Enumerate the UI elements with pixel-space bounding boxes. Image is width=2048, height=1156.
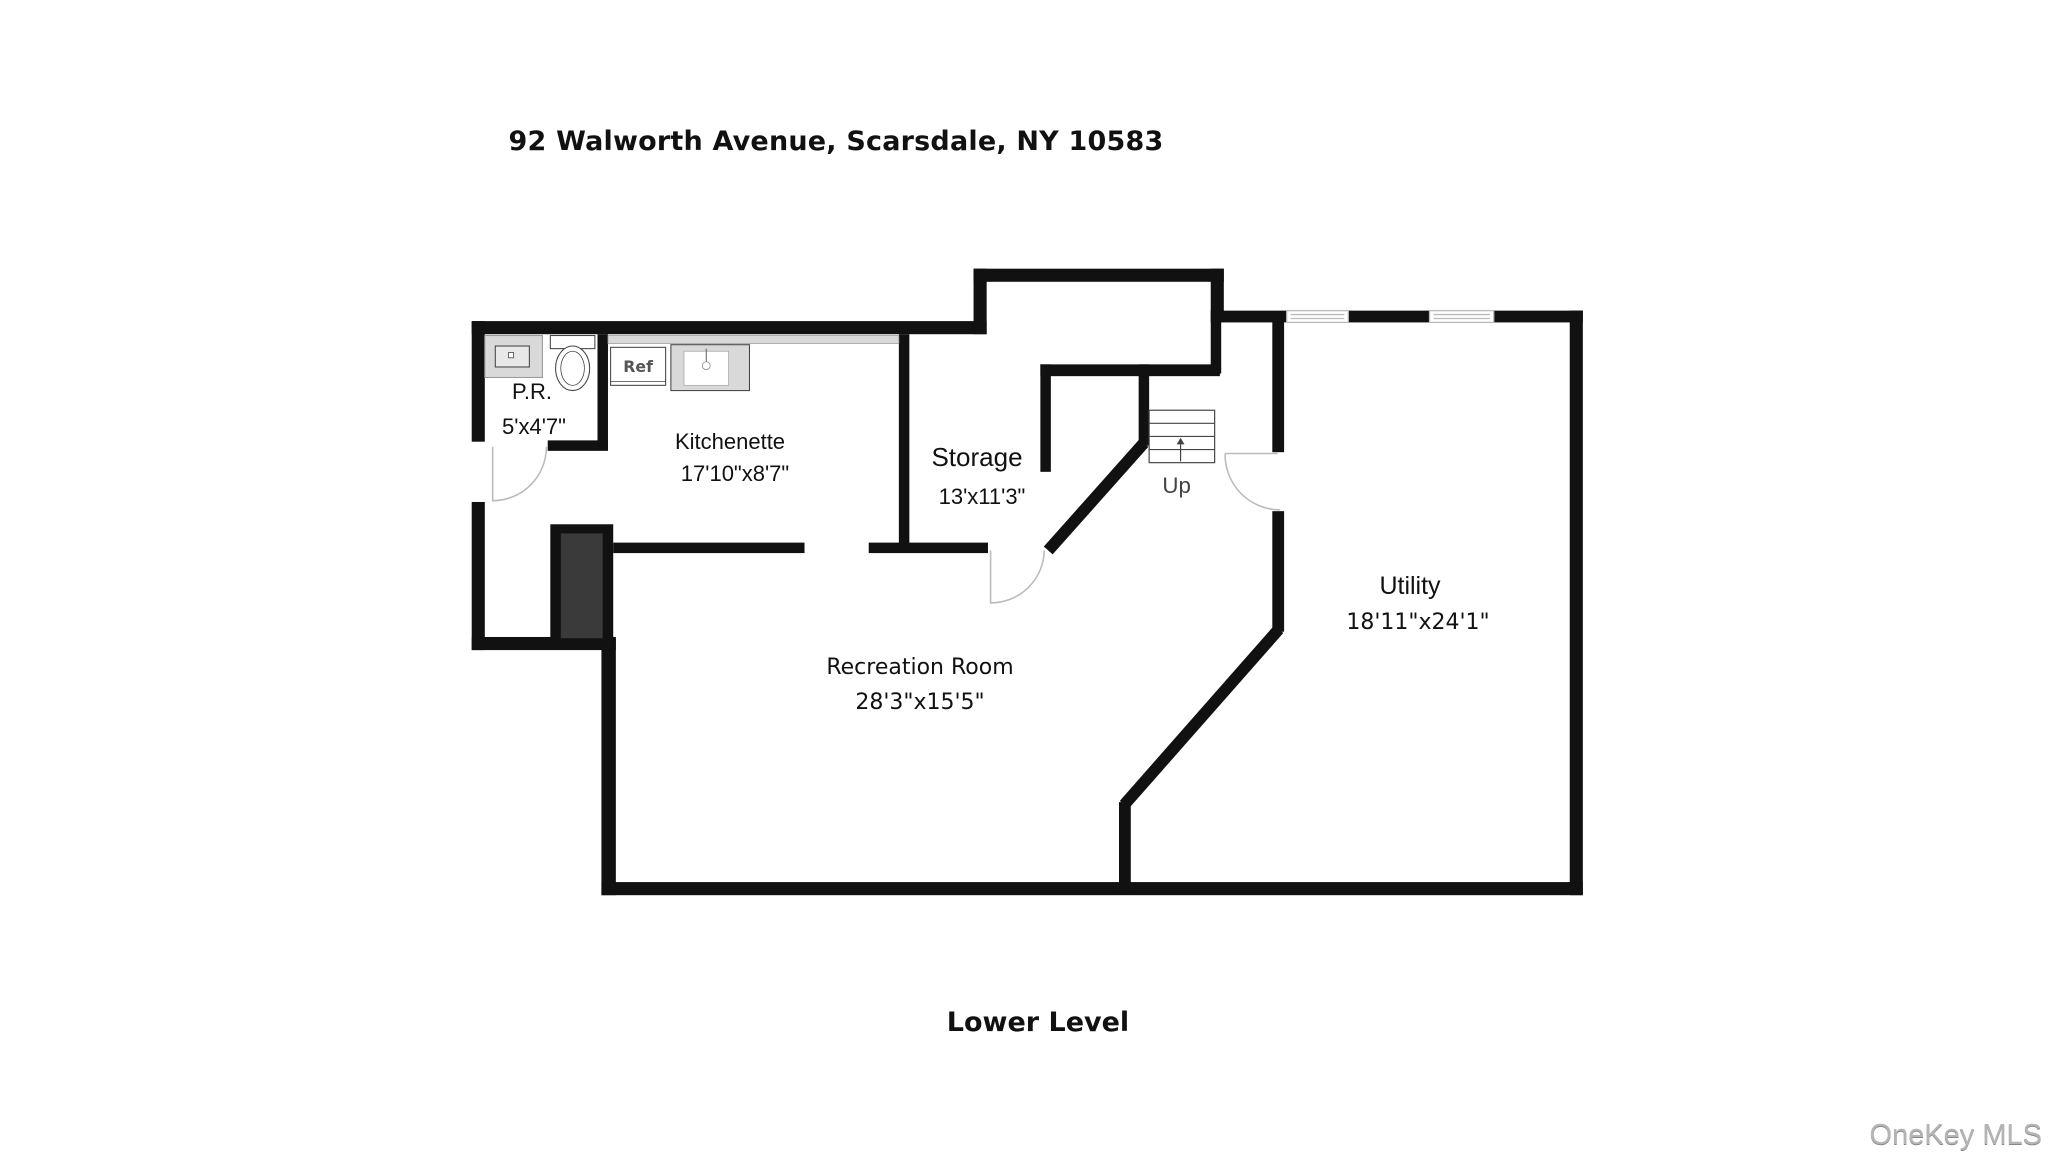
room-label-utility: Utility <box>1379 572 1441 600</box>
room-label-kitchenette: Kitchenette <box>674 429 786 454</box>
door <box>491 446 1281 604</box>
stairs-label: Up <box>1162 473 1190 498</box>
level-label: Lower Level <box>946 1007 1130 1038</box>
mls-watermark: OneKey MLS <box>1869 1119 2042 1151</box>
stairs-icon <box>1148 409 1216 464</box>
room-dims-utility: 18'11"x24'1" <box>1346 610 1490 635</box>
property-address: 92 Walworth Avenue, Scarsdale, NY 10583 <box>508 126 1164 157</box>
refrigerator-icon <box>610 346 667 386</box>
room-label-recreation: Recreation Room <box>826 655 1014 680</box>
walls <box>471 268 1583 896</box>
room-dims-kitchenette: 17'10"x8'7" <box>680 461 790 486</box>
diagonal-wall-storage <box>1043 439 1149 555</box>
room-dims-recreation: 28'3"x15'5" <box>855 690 985 715</box>
room-label-storage: Storage <box>931 442 1023 472</box>
room-dims-storage: 13'x11'3" <box>938 484 1026 509</box>
counter-strip <box>607 335 900 344</box>
room-label-pr: P.R. <box>512 379 552 404</box>
diagonal-wall-utility <box>1119 625 1284 809</box>
room-dims-pr: 5'x4'7" <box>502 414 566 439</box>
svg-text:Ref: Ref <box>623 357 653 376</box>
window <box>1286 309 1495 324</box>
